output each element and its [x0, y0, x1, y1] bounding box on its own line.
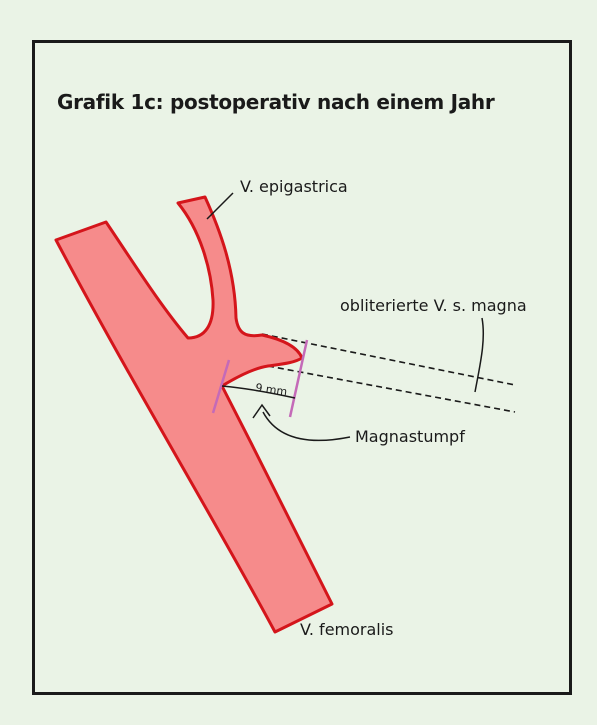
stump-leader	[263, 412, 350, 440]
stump-arrowhead	[253, 405, 270, 418]
measure-label: 9 mm	[255, 381, 288, 398]
femoralis-label: V. femoralis	[300, 620, 394, 639]
epigastrica-leader	[207, 193, 233, 219]
epigastrica-label: V. epigastrica	[240, 177, 348, 196]
magna-label: obliterierte V. s. magna	[340, 296, 527, 315]
magna-leader	[475, 318, 483, 392]
stump-label: Magnastumpf	[355, 427, 465, 446]
